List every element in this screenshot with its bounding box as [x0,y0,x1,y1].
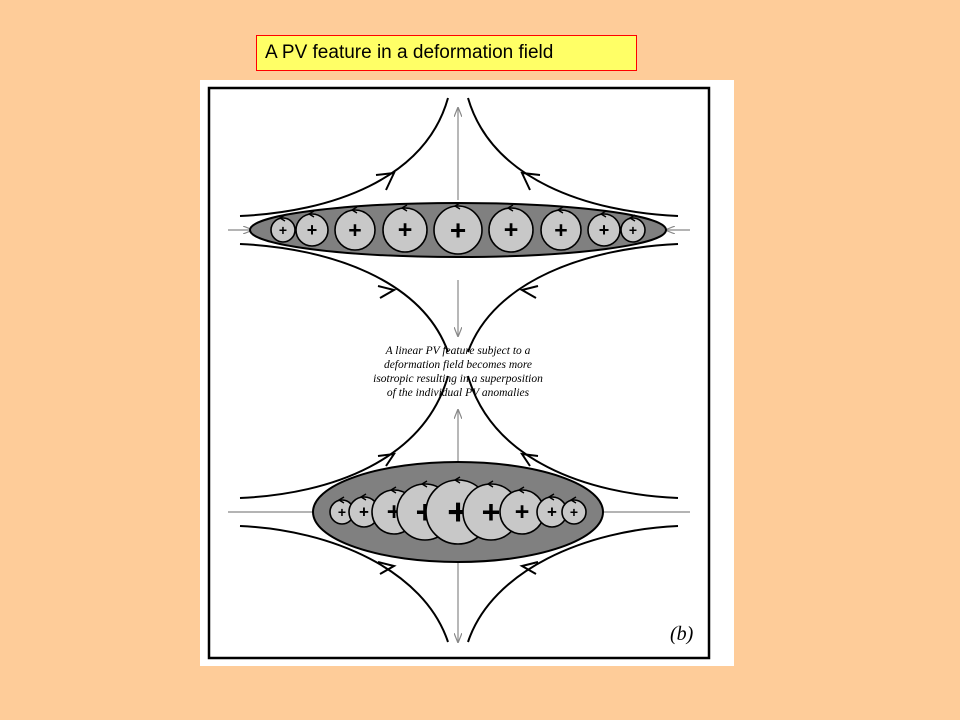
circulation-arrow-bottom-3 [389,486,397,494]
pv-anomaly-sign-bottom-9: + [570,504,578,520]
caption-line-4: of the individual PV anomalies [387,387,530,399]
pv-anomaly-sign-top-7: + [554,217,567,243]
pv-anomaly-sign-bottom-6: + [482,494,501,530]
circulation-arrow-top-6 [506,204,514,212]
circulation-arrow-bottom-2 [359,493,367,501]
pv-anomaly-top-7 [540,209,582,251]
pv-anomaly-top-1 [270,217,296,243]
pv-anomaly-sign-bottom-7: + [515,498,530,526]
pv-anomaly-sign-bottom-5: + [447,492,469,533]
circulation-arrow-top-7 [556,206,564,214]
pv-anomaly-sign-top-1: + [279,222,287,238]
circulation-arrow-bottom-5 [453,476,461,484]
figure-caption: A linear PV feature subject to a deforma… [373,345,543,399]
pv-anomaly-sign-bottom-2: + [359,503,369,522]
anomaly-row-top: + + + + + + + + + [270,202,646,255]
pv-anomaly-sign-bottom-8: + [547,503,557,522]
deformation-field-figure: + + + + + + + + + A linear PV feature subject to… [200,80,734,666]
circulation-arrow-top-5 [453,202,461,210]
pv-anomaly-sign-bottom-1: + [338,504,346,520]
pv-anomaly-top-8 [587,213,621,247]
pv-anomaly-sign-top-9: + [629,222,637,238]
pv-anomaly-top-6 [488,207,534,253]
circulation-arrow-top-3 [350,206,358,214]
deformation-streamlines [239,97,679,643]
slide-title: A PV feature in a deformation field [256,35,637,71]
pv-anomaly-bottom-9 [561,499,587,525]
pv-anomaly-sign-top-2: + [307,220,318,240]
circulation-arrow-top-9 [628,214,636,222]
circulation-arrow-bottom-1 [337,496,345,504]
circulation-arrow-bottom-9 [569,496,577,504]
caption-line-2: deformation field becomes more [384,359,532,371]
pv-anomaly-sign-top-6: + [504,216,519,244]
dilatation-axes [228,108,690,642]
pv-anomaly-top-2 [295,213,329,247]
caption-line-1: A linear PV feature subject to a [385,345,531,357]
anomaly-row-bottom: +++++++++ [329,476,587,545]
panel-label: (b) [670,623,694,645]
pv-anomaly-sign-top-4: + [398,216,413,244]
pv-anomaly-sign-top-8: + [599,220,610,240]
pv-anomaly-top-4 [382,207,428,253]
figure-frame [207,86,711,660]
circulation-arrow-bottom-7 [517,486,525,494]
circulation-arrow-bottom-8 [547,493,555,501]
caption-line-3: isotropic resulting in a superposition [373,373,543,385]
circulation-arrow-bottom-4 [420,480,428,488]
circulation-arrow-top-4 [400,204,408,212]
streamline-arrowheads [375,171,541,575]
circulation-arrow-top-8 [599,210,607,218]
pv-anomaly-top-5 [433,205,483,255]
pv-anomaly-sign-top-5: + [450,215,466,246]
pv-anomaly-top-3 [334,209,376,251]
circulation-arrow-bottom-6 [486,480,494,488]
circulation-arrow-top-2 [307,210,315,218]
pv-anomaly-top-9 [620,217,646,243]
pv-anomaly-sign-top-3: + [348,217,361,243]
circulation-arrow-top-1 [278,214,286,222]
